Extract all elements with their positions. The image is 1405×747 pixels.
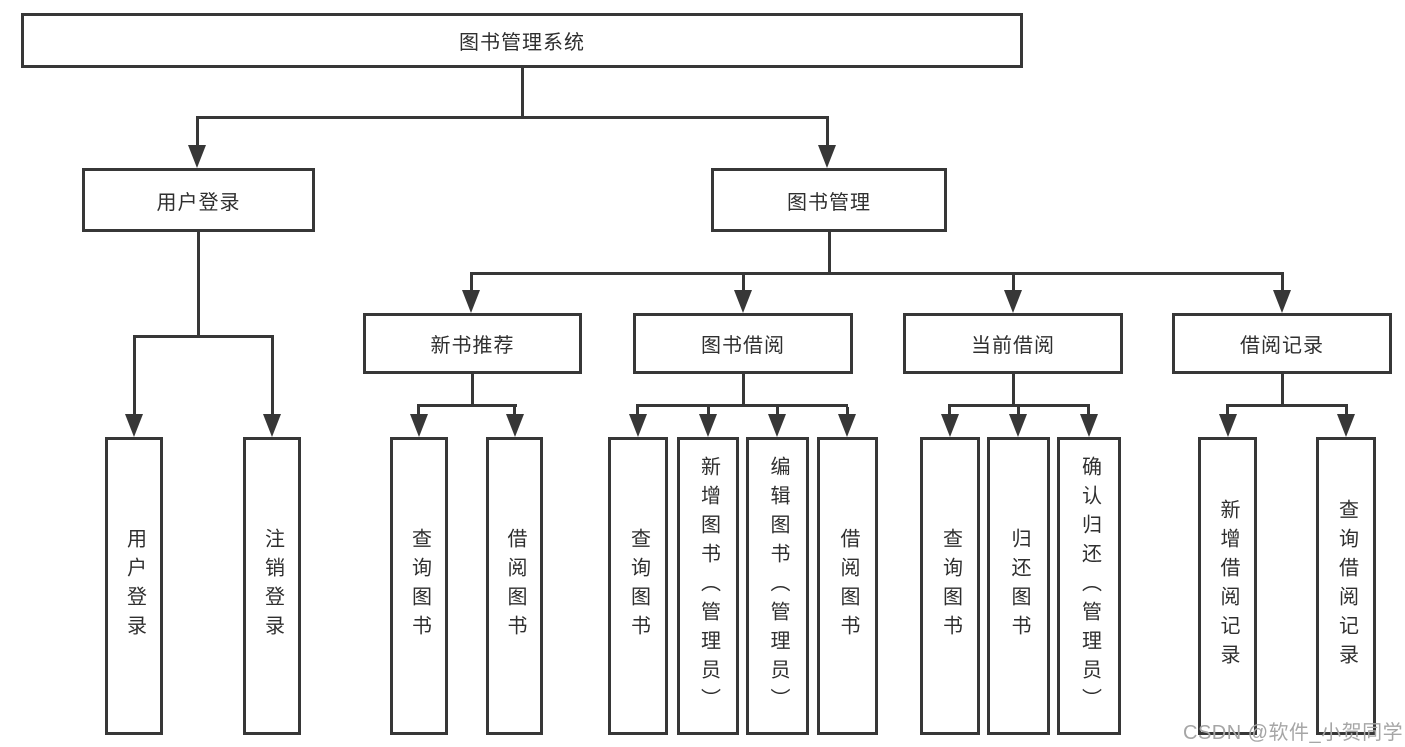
- leaf-label: 查询图书: [408, 528, 431, 644]
- connector-vline: [1012, 275, 1015, 293]
- leaf-label: 用户登录: [123, 528, 146, 644]
- arrowhead-down-icon: [188, 145, 206, 168]
- arrowhead-down-icon: [1004, 290, 1022, 313]
- leaf-label: 确认归还（管理员）: [1078, 455, 1101, 717]
- leaf-return-books: 归还图书: [987, 437, 1050, 735]
- leaf-logout: 注销登录: [243, 437, 301, 735]
- node-label: 新书推荐: [430, 335, 515, 357]
- leaf-label: 查询图书: [627, 528, 650, 644]
- leaf-label: 借阅图书: [837, 528, 859, 644]
- connector-vline: [196, 119, 199, 147]
- node-borrowing-records: 借阅记录: [1172, 313, 1392, 374]
- node-new-book-recommend: 新书推荐: [363, 313, 582, 374]
- leaf-label: 查询借阅记录: [1335, 499, 1358, 673]
- arrowhead-down-icon: [818, 145, 836, 168]
- arrowhead-down-icon: [699, 414, 717, 437]
- node-label: 图书管理: [787, 191, 871, 214]
- connector-hline: [1226, 404, 1348, 407]
- leaf-query-books-recommend: 查询图书: [390, 437, 448, 735]
- connector-vline: [636, 407, 639, 417]
- leaf-label: 新增图书（管理员）: [697, 455, 720, 717]
- connector-hline: [948, 404, 1090, 407]
- connector-vline: [470, 275, 473, 293]
- connector-hline: [133, 335, 274, 338]
- arrowhead-down-icon: [506, 414, 524, 437]
- connector-vline: [1281, 374, 1284, 407]
- arrowhead-down-icon: [941, 414, 959, 437]
- leaf-label: 归还图书: [1008, 528, 1030, 644]
- leaf-query-books-borrowing: 查询图书: [608, 437, 668, 735]
- connector-hline: [417, 404, 517, 407]
- node-label: 当前借阅: [971, 335, 1055, 357]
- connector-vline: [1017, 407, 1020, 417]
- arrowhead-down-icon: [1080, 414, 1098, 437]
- connector-hline: [196, 116, 829, 119]
- arrowhead-down-icon: [410, 414, 428, 437]
- connector-vline: [846, 407, 849, 417]
- connector-vline: [417, 407, 420, 417]
- connector-vline: [271, 338, 274, 416]
- connector-vline: [948, 407, 951, 417]
- node-user-login: 用户登录: [82, 168, 315, 232]
- connector-vline: [707, 407, 710, 417]
- leaf-label: 注销登录: [261, 528, 284, 644]
- connector-vline: [1087, 407, 1090, 417]
- leaf-borrow-books-recommend: 借阅图书: [486, 437, 543, 735]
- node-system-root: 图书管理系统: [21, 13, 1023, 68]
- arrowhead-down-icon: [629, 414, 647, 437]
- arrowhead-down-icon: [1009, 414, 1027, 437]
- leaf-query-books-current: 查询图书: [920, 437, 980, 735]
- connector-vline: [521, 68, 524, 119]
- node-label: 用户登录: [156, 191, 241, 214]
- arrowhead-down-icon: [1219, 414, 1237, 437]
- connector-vline: [1012, 374, 1015, 407]
- arrowhead-down-icon: [462, 290, 480, 313]
- leaf-add-book-admin: 新增图书（管理员）: [677, 437, 739, 735]
- node-label: 图书借阅: [701, 335, 785, 357]
- connector-vline: [1226, 407, 1229, 417]
- leaf-label: 查询图书: [939, 528, 962, 644]
- leaf-query-borrow-record: 查询借阅记录: [1316, 437, 1376, 735]
- node-current-borrowing: 当前借阅: [903, 313, 1123, 374]
- connector-hline: [636, 404, 848, 407]
- connector-vline: [828, 232, 831, 275]
- connector-vline: [471, 374, 474, 407]
- leaf-user-login: 用户登录: [105, 437, 163, 735]
- connector-vline: [1345, 407, 1348, 417]
- node-book-management: 图书管理: [711, 168, 947, 232]
- connector-vline: [197, 232, 200, 338]
- connector-vline: [826, 119, 829, 147]
- connector-vline: [742, 275, 745, 293]
- leaf-label: 编辑图书（管理员）: [767, 455, 789, 717]
- leaf-borrow-books-borrowing: 借阅图书: [817, 437, 878, 735]
- watermark: CSDN @软件_小贺同学: [1183, 722, 1404, 744]
- connector-vline: [133, 338, 136, 416]
- connector-vline: [742, 374, 745, 407]
- arrowhead-down-icon: [1337, 414, 1355, 437]
- connector-vline: [513, 407, 516, 417]
- leaf-label: 借阅图书: [504, 528, 526, 644]
- leaf-edit-book-admin: 编辑图书（管理员）: [746, 437, 809, 735]
- node-book-borrowing: 图书借阅: [633, 313, 853, 374]
- arrowhead-down-icon: [768, 414, 786, 437]
- arrowhead-down-icon: [734, 290, 752, 313]
- connector-hline: [470, 272, 1284, 275]
- arrowhead-down-icon: [125, 414, 143, 437]
- node-label: 图书管理系统: [459, 32, 585, 54]
- arrowhead-down-icon: [1273, 290, 1291, 313]
- leaf-confirm-return-admin: 确认归还（管理员）: [1057, 437, 1121, 735]
- arrowhead-down-icon: [838, 414, 856, 437]
- leaf-add-borrow-record: 新增借阅记录: [1198, 437, 1257, 735]
- leaf-label: 新增借阅记录: [1217, 499, 1239, 673]
- connector-vline: [776, 407, 779, 417]
- node-label: 借阅记录: [1240, 335, 1324, 357]
- arrowhead-down-icon: [263, 414, 281, 437]
- connector-vline: [1281, 275, 1284, 293]
